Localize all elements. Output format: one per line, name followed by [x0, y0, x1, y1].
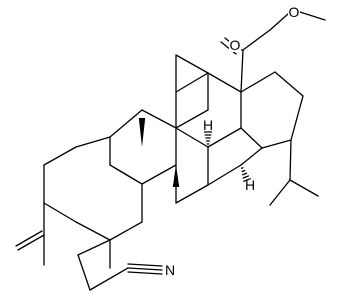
bond-isopropenyl-double	[17, 234, 45, 251]
hash-stroke	[241, 169, 246, 173]
atom-labels: O O N H H	[164, 4, 300, 278]
hash-stroke	[242, 172, 248, 176]
atom-label-ester-o: O	[289, 4, 300, 20]
hashed-h-2	[240, 167, 251, 182]
bond-ring-e	[274, 71, 304, 97]
bond-ring-d	[175, 127, 209, 148]
ester-o-mask	[288, 5, 300, 19]
bond-nitrile	[127, 267, 163, 271]
bond-ring-c-upper	[175, 72, 209, 93]
bond-ring-d	[207, 127, 242, 148]
bond-nitrile	[127, 263, 163, 267]
bond-ring-a	[109, 221, 143, 241]
bond-ester-o	[269, 13, 289, 31]
bond-ring-a	[43, 202, 77, 223]
bond-ring-b	[141, 109, 177, 129]
bond-methyl-ester	[299, 11, 326, 21]
bond-ester-c	[240, 49, 244, 93]
hash-stroke	[240, 167, 244, 169]
bond-ring-junction	[240, 147, 263, 166]
atom-label-carbonyl-o: O	[230, 37, 241, 53]
bond-isopropenyl-double	[15, 230, 43, 247]
atom-label-nitrile-n: N	[165, 262, 175, 278]
wedge-methyl-2	[172, 165, 180, 187]
bond-ring-e	[240, 127, 263, 149]
bond-ester-co-single	[242, 29, 271, 51]
bond-ring-a	[43, 146, 77, 166]
hash-stroke	[242, 175, 250, 179]
atom-label-stereo-h-1: H	[203, 117, 213, 133]
bond-ring-b	[141, 164, 177, 185]
carbonyl-o-mask	[229, 38, 241, 52]
wedge-methyl-1	[138, 118, 146, 147]
bond-chain	[77, 254, 91, 291]
bond-ring-a	[75, 136, 111, 148]
bond-ring-b	[109, 164, 143, 185]
bond-chain	[77, 239, 111, 256]
bond-isopropyl	[269, 179, 291, 206]
bond-layer	[15, 11, 326, 291]
bond-ring-junction	[207, 164, 242, 186]
bond-ring-d	[207, 72, 242, 93]
bond-ring-c	[175, 54, 209, 74]
bond-ring-e	[290, 95, 304, 141]
bond-isopropyl	[289, 179, 319, 197]
bond-chain	[89, 267, 129, 291]
bond-nitrile	[127, 271, 163, 275]
bond-ring-b	[109, 109, 143, 138]
hashed-h-1	[203, 131, 213, 145]
bond-isopropyl	[289, 139, 292, 181]
nitrile-n-mask	[164, 263, 176, 277]
bond-ring-e	[240, 71, 276, 93]
hash-stroke	[243, 178, 251, 182]
atom-label-stereo-h-2: H	[245, 177, 255, 193]
bond-ring-c	[175, 109, 209, 129]
bond-ring-a	[75, 221, 111, 241]
bond-ring-d-lower	[175, 184, 209, 204]
bond-ring-e	[261, 139, 292, 149]
